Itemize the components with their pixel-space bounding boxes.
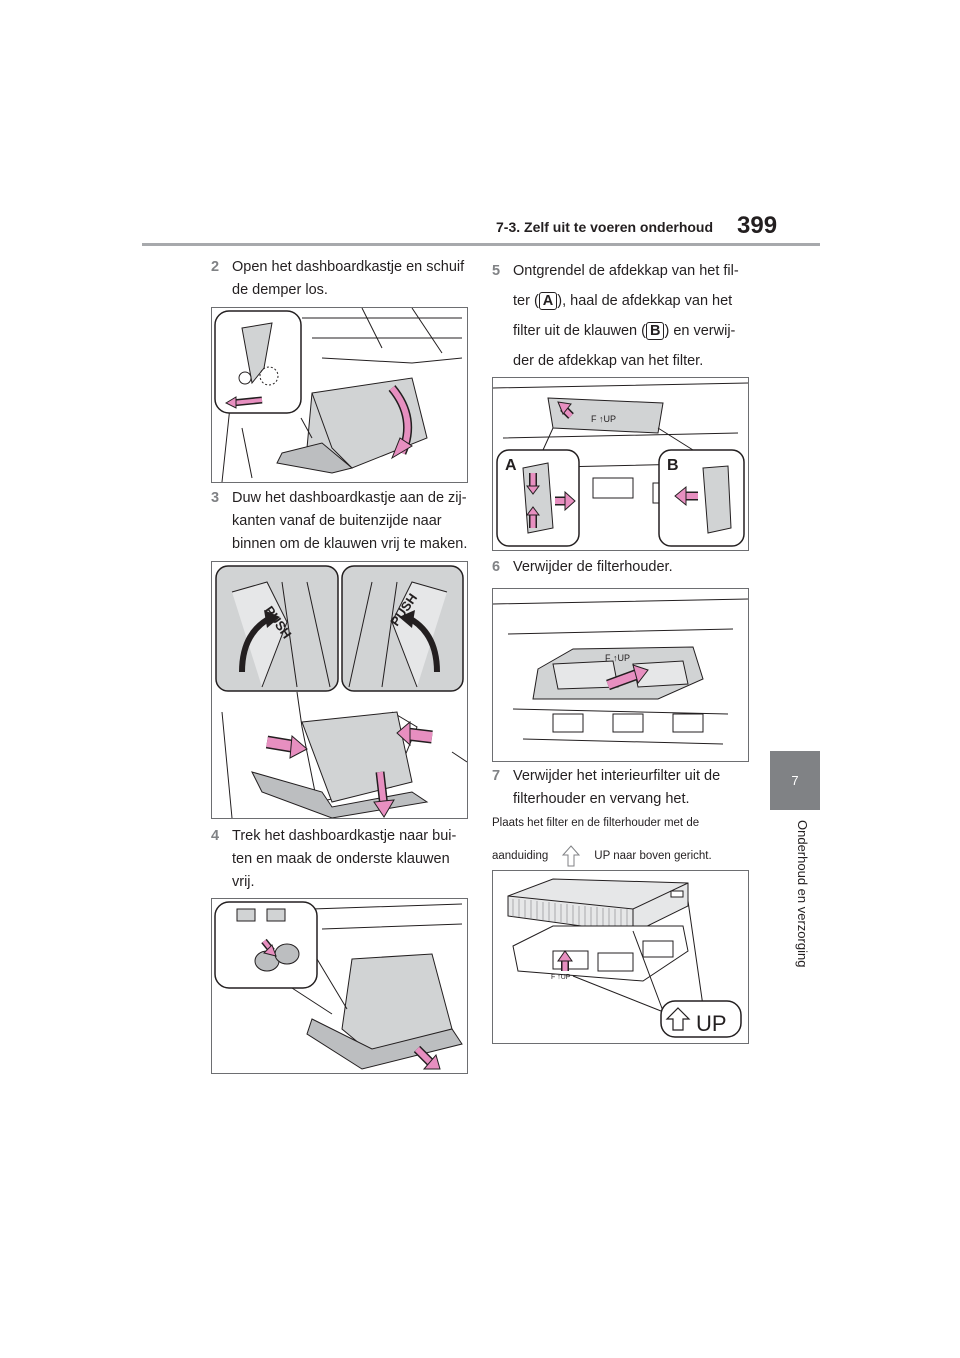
step-6: 6 Verwijder de filterhouder. — [492, 556, 758, 579]
chapter-title-text: Onderhoud en verzorging — [795, 820, 810, 968]
step-number: 6 — [492, 559, 501, 575]
callout-label-b: B — [667, 457, 679, 474]
figure-open-glovebox — [211, 307, 468, 483]
step-5: 5 Ontgrendel de afdekkap van het fil- te… — [492, 256, 758, 376]
header-rule — [142, 243, 820, 246]
up-label: UP — [696, 1011, 727, 1036]
step-text: ) en verwij- — [664, 323, 736, 339]
step-line: ter (A), haal de afdekkap van het — [513, 286, 758, 316]
step-line: kanten vanaf de buitenzijde naar — [232, 513, 442, 529]
step-line: der de afdekkap van het filter. — [513, 353, 704, 369]
note-line: Plaats het filter en de filterhouder met… — [492, 817, 700, 829]
figure-filter-cover: F ↑UP A B — [492, 377, 749, 551]
step-line: Open het dashboardkastje en schuif — [232, 259, 465, 275]
step-number: 3 — [211, 490, 220, 506]
step-line: Verwijder de filterhouder. — [513, 559, 673, 575]
step-text: ), haal de afdekkap van het — [557, 293, 733, 309]
step-line: de demper los. — [232, 282, 328, 298]
step-4: 4 Trek het dashboardkastje naar bui- ten… — [211, 825, 472, 894]
figure-filter-holder: F ↑UP — [492, 588, 749, 762]
chapter-tab: 7 — [770, 751, 820, 810]
step-number: 5 — [492, 263, 501, 279]
section-title: 7-3. Zelf uit te voeren onderhoud — [496, 219, 714, 235]
note-text: aanduiding — [492, 850, 549, 863]
figure-pull-glovebox — [211, 898, 468, 1074]
label-b-box: B — [645, 322, 665, 340]
filter-mark: F ↑UP — [605, 653, 630, 663]
page-number: 399 — [737, 212, 778, 239]
chapter-title-vertical: Onderhoud en verzorging — [795, 820, 816, 1080]
figure-push-sides: PUSH PUSH — [211, 561, 468, 819]
figure-cabin-filter: F ↑UP UP — [492, 870, 749, 1044]
callout-label-a: A — [505, 457, 517, 474]
step-line: vrij. — [232, 874, 255, 890]
step-number: 7 — [492, 768, 501, 784]
step-line: ten en maak de onderste klauwen — [232, 851, 450, 867]
step-line: binnen om de klauwen vrij te maken. — [232, 536, 468, 552]
note-text: UP naar boven gericht. — [594, 850, 712, 863]
step-line: Verwijder het interieurfilter uit de — [513, 768, 721, 784]
step-line: filter uit de klauwen (B) en verwij- — [513, 316, 758, 346]
filter-mark: F ↑UP — [591, 414, 616, 424]
step-number: 4 — [211, 828, 220, 844]
label-a-box: A — [538, 292, 558, 310]
step-text: filter uit de klauwen ( — [513, 323, 646, 339]
step-2: 2 Open het dashboardkastje en schuif de … — [211, 256, 472, 302]
step-line: filterhouder en vervang het. — [513, 791, 690, 807]
note-line: aanduiding UP naar boven gericht. — [492, 845, 752, 867]
step-line: Trek het dashboardkastje naar bui- — [232, 828, 457, 844]
step-line: Duw het dashboardkastje aan de zij- — [232, 490, 467, 506]
step-7: 7 Verwijder het interieurfilter uit de f… — [492, 765, 758, 811]
up-arrow-icon — [562, 845, 581, 867]
step-number: 2 — [211, 259, 220, 275]
step-text: ter ( — [513, 293, 539, 309]
install-note: Plaats het filter en de filterhouder met… — [492, 812, 752, 867]
holder-mark: F ↑UP — [551, 974, 571, 981]
step-3: 3 Duw het dashboardkastje aan de zij- ka… — [211, 487, 472, 556]
step-line: Ontgrendel de afdekkap van het fil- — [513, 263, 739, 279]
